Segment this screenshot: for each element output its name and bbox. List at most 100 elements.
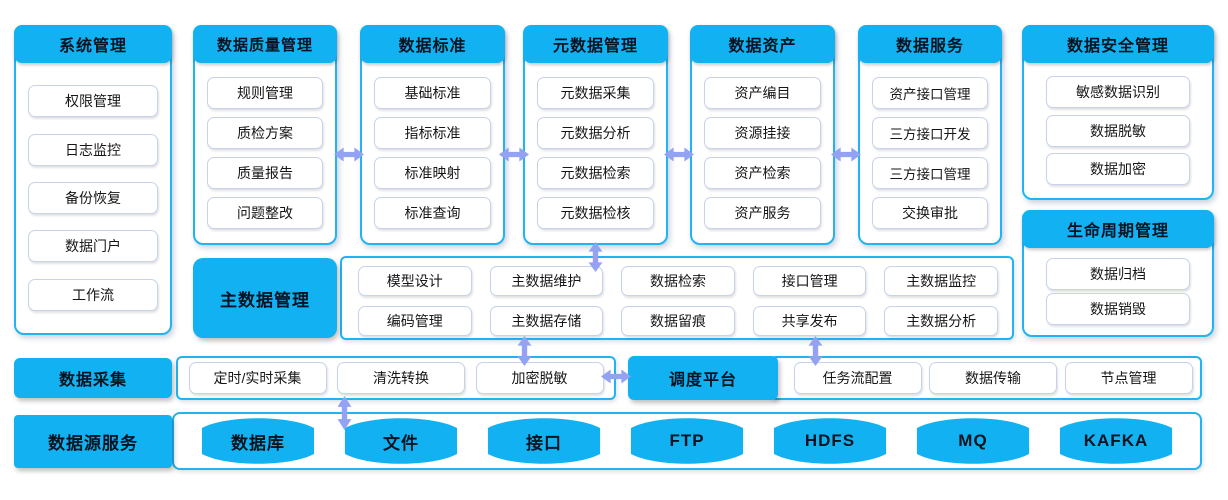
panel-title: 数据资产 bbox=[690, 25, 835, 63]
module-item: 主数据监控 bbox=[884, 266, 998, 296]
module-item: 资源挂接 bbox=[704, 117, 821, 149]
module-item: 工作流 bbox=[28, 278, 158, 311]
datasource-container: 数据库 文件 接口 FTP HDFS MQ bbox=[172, 412, 1202, 470]
panel-metadata-management: 元数据管理 元数据采集 元数据分析 元数据检索 元数据检核 bbox=[523, 25, 668, 245]
double-arrow-h-icon bbox=[498, 147, 530, 162]
panel-title: 数据安全管理 bbox=[1022, 25, 1214, 63]
double-arrow-h-icon bbox=[600, 369, 632, 384]
module-item: 三方接口开发 bbox=[872, 117, 988, 149]
panel-data-quality: 数据质量管理 规则管理 质检方案 质量报告 问题整改 bbox=[193, 25, 337, 245]
module-item: 数据脱敏 bbox=[1046, 114, 1190, 147]
database-cylinder-icon: 数据库 bbox=[199, 418, 317, 464]
module-item: 规则管理 bbox=[207, 77, 323, 109]
panel-body: 权限管理 日志监控 备份恢复 数据门户 工作流 bbox=[16, 63, 170, 333]
module-item: 定时/实时采集 bbox=[188, 362, 327, 394]
module-item: 编码管理 bbox=[358, 306, 472, 336]
module-item: 数据检索 bbox=[621, 266, 735, 296]
panel-body: 规则管理 质检方案 质量报告 问题整改 bbox=[195, 63, 335, 243]
panel-title: 元数据管理 bbox=[523, 25, 668, 63]
module-item: 数据归档 bbox=[1046, 257, 1190, 290]
interface-cylinder-icon: 接口 bbox=[485, 418, 603, 464]
panel-data-security: 数据安全管理 敏感数据识别 数据脱敏 数据加密 bbox=[1022, 25, 1214, 200]
module-item: 共享发布 bbox=[752, 306, 867, 336]
hdfs-cylinder-icon: HDFS bbox=[771, 418, 889, 464]
scheduler-container: 任务流配置 数据传输 节点管理 bbox=[770, 356, 1202, 400]
module-item: 指标标准 bbox=[374, 117, 491, 149]
module-item: 资产编目 bbox=[704, 77, 821, 109]
panel-body: 数据归档 数据销毁 bbox=[1024, 248, 1212, 335]
double-arrow-h-icon bbox=[333, 147, 365, 162]
module-item: 日志监控 bbox=[28, 133, 158, 166]
panel-data-service: 数据服务 资产接口管理 三方接口开发 三方接口管理 交换审批 bbox=[858, 25, 1002, 245]
module-item: 标准映射 bbox=[374, 157, 491, 189]
data-collection-title-block: 数据采集 bbox=[14, 358, 172, 398]
module-item: 主数据维护 bbox=[489, 266, 604, 296]
double-arrow-v-icon bbox=[588, 242, 603, 272]
double-arrow-v-icon bbox=[517, 336, 532, 366]
panel-title: 数据质量管理 bbox=[193, 25, 337, 63]
datasource-label: MQ bbox=[958, 431, 988, 450]
panel-data-standard: 数据标准 基础标准 指标标准 标准映射 标准查询 bbox=[360, 25, 505, 245]
module-item: 数据加密 bbox=[1046, 153, 1190, 186]
module-item: 基础标准 bbox=[374, 77, 491, 109]
scheduler-title-block: 调度平台 bbox=[628, 356, 778, 400]
datasource-title-block: 数据源服务 bbox=[14, 415, 172, 468]
file-cylinder-icon: 文件 bbox=[342, 418, 460, 464]
data-collection-container: 定时/实时采集 清洗转换 加密脱敏 bbox=[176, 356, 616, 400]
datasource-label: KAFKA bbox=[1083, 431, 1149, 450]
module-item: 权限管理 bbox=[28, 85, 158, 118]
double-arrow-v-icon bbox=[337, 396, 352, 430]
panel-data-asset: 数据资产 资产编目 资源挂接 资产检索 资产服务 bbox=[690, 25, 835, 245]
module-item: 节点管理 bbox=[1064, 362, 1193, 394]
module-item: 资产检索 bbox=[704, 157, 821, 189]
module-item: 数据传输 bbox=[929, 362, 1057, 394]
module-item: 备份恢复 bbox=[28, 181, 158, 214]
module-item: 标准查询 bbox=[374, 197, 491, 229]
panel-title: 数据服务 bbox=[858, 25, 1002, 63]
module-item: 三方接口管理 bbox=[872, 157, 988, 189]
module-item: 数据销毁 bbox=[1046, 293, 1190, 326]
module-item: 数据留痕 bbox=[621, 306, 735, 336]
module-item: 元数据采集 bbox=[537, 77, 654, 109]
module-item: 元数据检核 bbox=[537, 197, 654, 229]
master-data-container: 模型设计 主数据维护 数据检索 接口管理 主数据监控 编码管理 主数据存储 数据… bbox=[340, 256, 1014, 340]
module-item: 模型设计 bbox=[358, 266, 472, 296]
module-item: 交换审批 bbox=[872, 197, 988, 229]
master-data-grid: 模型设计 主数据维护 数据检索 接口管理 主数据监控 编码管理 主数据存储 数据… bbox=[342, 258, 1012, 338]
panel-lifecycle-management: 生命周期管理 数据归档 数据销毁 bbox=[1022, 210, 1214, 337]
panel-title: 系统管理 bbox=[14, 25, 172, 63]
datasource-label: HDFS bbox=[804, 431, 856, 450]
panel-system-management: 系统管理 权限管理 日志监控 备份恢复 数据门户 工作流 bbox=[14, 25, 172, 335]
kafka-cylinder-icon: KAFKA bbox=[1057, 418, 1175, 464]
module-item: 主数据存储 bbox=[489, 306, 604, 336]
mq-cylinder-icon: MQ bbox=[914, 418, 1032, 464]
panel-body: 敏感数据识别 数据脱敏 数据加密 bbox=[1024, 63, 1212, 198]
module-item: 任务流配置 bbox=[793, 362, 922, 394]
module-item: 接口管理 bbox=[752, 266, 867, 296]
scheduler-items: 任务流配置 数据传输 节点管理 bbox=[772, 358, 1200, 398]
datasource-label: 接口 bbox=[526, 433, 562, 453]
master-data-title-block: 主数据管理 bbox=[193, 258, 337, 338]
module-item: 元数据分析 bbox=[537, 117, 654, 149]
panel-body: 基础标准 指标标准 标准映射 标准查询 bbox=[362, 63, 503, 243]
double-arrow-h-icon bbox=[830, 147, 862, 162]
module-item: 加密脱敏 bbox=[475, 362, 604, 394]
panel-title: 生命周期管理 bbox=[1022, 210, 1214, 248]
module-item: 清洗转换 bbox=[337, 362, 465, 394]
module-item: 资产服务 bbox=[704, 197, 821, 229]
module-item: 资产接口管理 bbox=[872, 77, 988, 109]
module-item: 敏感数据识别 bbox=[1046, 75, 1190, 108]
module-item: 问题整改 bbox=[207, 197, 323, 229]
double-arrow-h-icon bbox=[663, 147, 695, 162]
datasource-items: 数据库 文件 接口 FTP HDFS MQ bbox=[174, 414, 1200, 468]
panel-body: 元数据采集 元数据分析 元数据检索 元数据检核 bbox=[525, 63, 666, 243]
datasource-label: FTP bbox=[669, 431, 705, 450]
panel-body: 资产编目 资源挂接 资产检索 资产服务 bbox=[692, 63, 833, 243]
module-item: 数据门户 bbox=[28, 230, 158, 263]
module-item: 质量报告 bbox=[207, 157, 323, 189]
ftp-cylinder-icon: FTP bbox=[628, 418, 746, 464]
panel-body: 资产接口管理 三方接口开发 三方接口管理 交换审批 bbox=[860, 63, 1000, 243]
double-arrow-v-icon bbox=[808, 336, 823, 366]
module-item: 质检方案 bbox=[207, 117, 323, 149]
